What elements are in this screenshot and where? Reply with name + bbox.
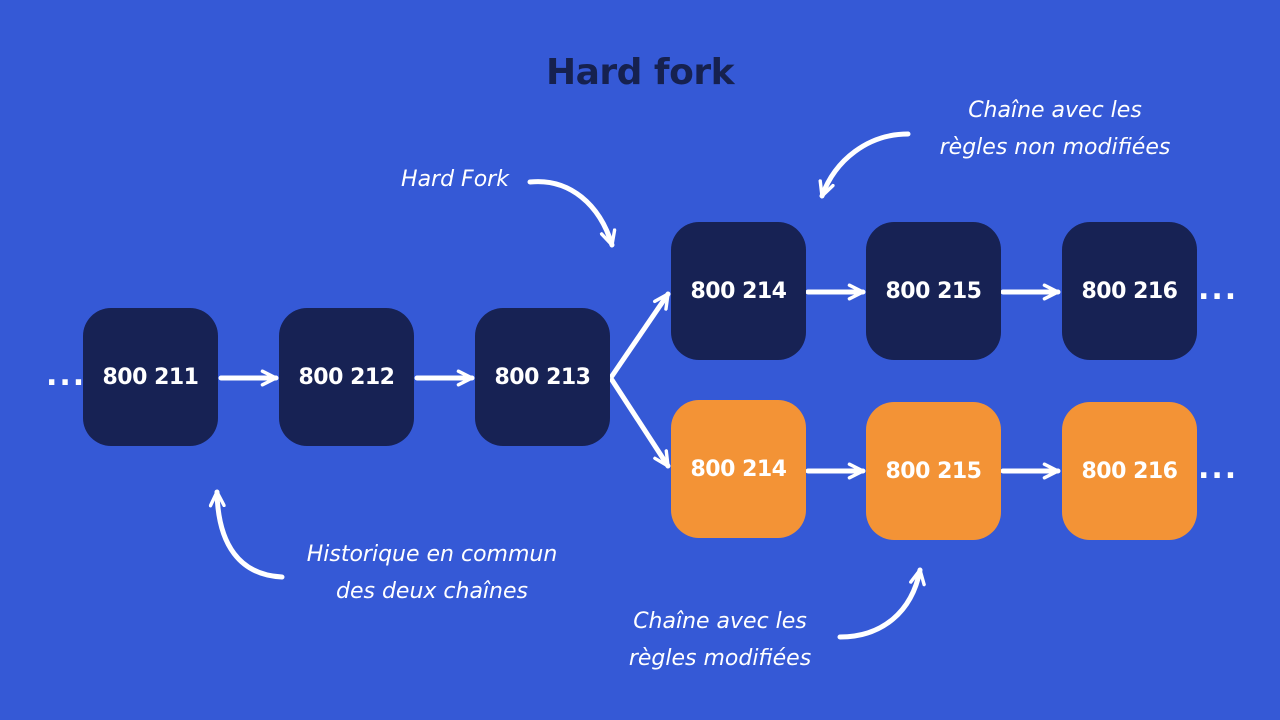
note-unmodified-line1: Chaîne avec les <box>968 98 1142 123</box>
arrow-213-214-modified <box>609 377 671 469</box>
chain-continuation-unmodified: ... <box>1198 272 1239 307</box>
arrow-unmodified-note <box>818 131 911 199</box>
block-modified-2: 800 215 <box>866 402 1001 540</box>
block-common-2: 800 212 <box>279 308 414 446</box>
arrow-common-note <box>208 489 285 580</box>
block-common-3: 800 213 <box>475 308 610 446</box>
note-hard-fork: Hard Fork <box>401 167 509 192</box>
chain-continuation-modified: ... <box>1198 451 1239 486</box>
arrow-modified-note <box>837 567 926 640</box>
note-unmodified-rules: Chaîne avec les règles non modifiées <box>925 92 1185 166</box>
block-common-1: 800 211 <box>83 308 218 446</box>
block-unmodified-2: 800 215 <box>866 222 1001 360</box>
note-modified-line2: règles modifiées <box>628 646 812 671</box>
block-unmodified-1: 800 214 <box>671 222 806 360</box>
arrow-213-214-unmodified <box>609 291 671 379</box>
chain-continuation-left: ... <box>46 358 87 393</box>
block-modified-1: 800 214 <box>671 400 806 538</box>
note-common-line2: des deux chaînes <box>336 579 528 604</box>
block-modified-3: 800 216 <box>1062 402 1197 540</box>
note-common-history: Historique en commun des deux chaînes <box>292 536 572 610</box>
block-unmodified-3: 800 216 <box>1062 222 1197 360</box>
arrow-hard-fork-note <box>527 179 617 248</box>
note-unmodified-line2: règles non modifiées <box>939 135 1171 160</box>
note-common-line1: Historique en commun <box>306 542 558 567</box>
note-modified-rules: Chaîne avec les règles modifiées <box>610 603 830 677</box>
note-modified-line1: Chaîne avec les <box>633 609 807 634</box>
diagram-title: Hard fork <box>545 52 735 93</box>
